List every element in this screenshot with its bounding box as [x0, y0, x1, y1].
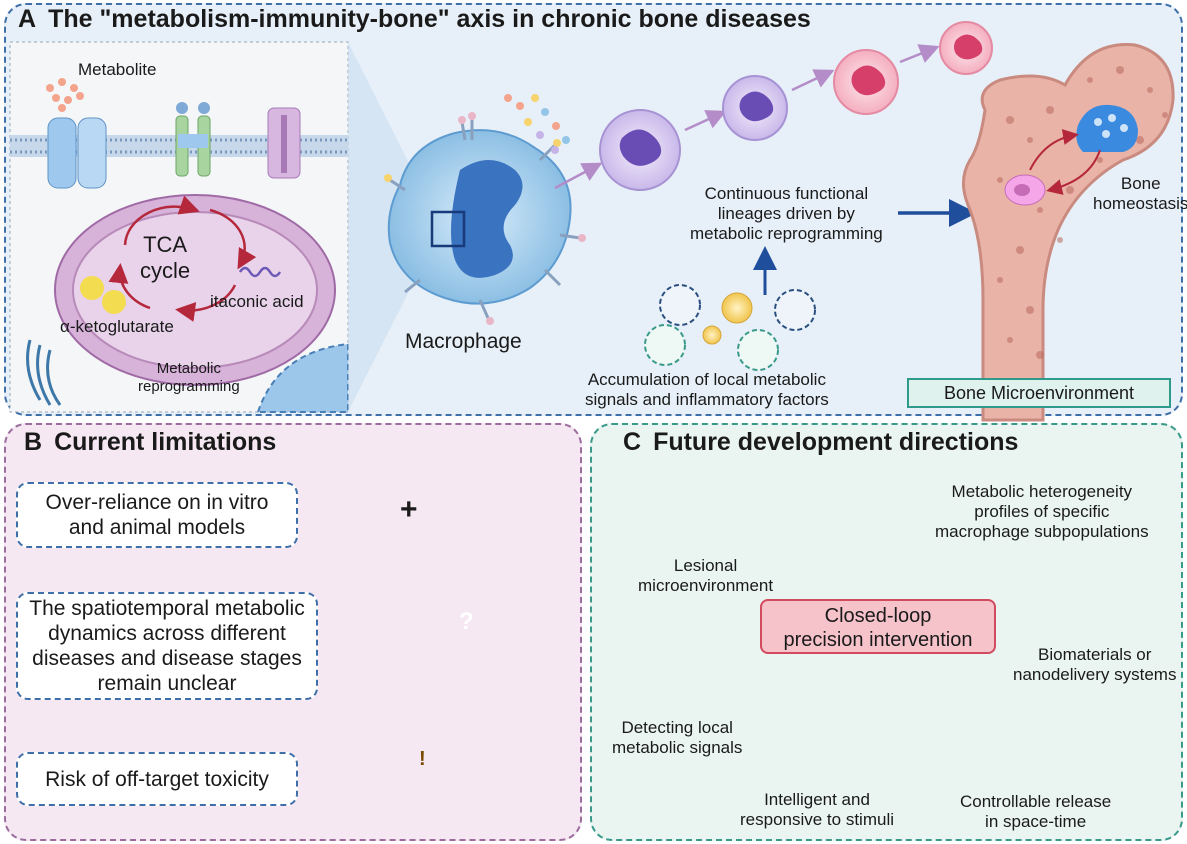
arrow-mac-to-cell1	[554, 162, 603, 190]
bone-homeo-line2: homeostasis	[1093, 194, 1187, 213]
osteoblast-icon	[1004, 174, 1046, 206]
intel-line1: Intelligent and	[764, 790, 870, 809]
bone-microenvironment-label: Bone Microenvironment	[907, 378, 1171, 408]
item2-line3: diseases and disease stages	[32, 647, 302, 670]
release-line1: Controllable release	[960, 792, 1112, 811]
intel-line2: responsive to stimuli	[740, 810, 895, 829]
nucleus-icon	[256, 342, 349, 413]
arrow-cell2-to-cell3	[791, 69, 835, 92]
lineage-line2: lineages driven by	[717, 204, 855, 223]
bio-line1: Biomaterials or	[1038, 645, 1152, 664]
panel-b-label: B	[24, 428, 43, 456]
itaconic-acid-icon	[238, 266, 282, 278]
alpha-ketoglutarate-molecules-icon	[80, 276, 126, 314]
closed-line1: Closed-loop	[824, 605, 932, 627]
detecting-signals-label: Detecting local metabolic signals	[612, 718, 742, 758]
lineage-line1: Continuous functional	[704, 184, 869, 203]
item2-line1: The spatiotemporal metabolic	[29, 597, 305, 620]
receptor-green-icon	[175, 102, 211, 177]
intelligent-responsive-label: Intelligent and responsive to stimuli	[740, 790, 894, 830]
limitation-dynamics-box: The spatiotemporal metabolic dynamics ac…	[16, 592, 318, 700]
detect-line1: Detecting local	[621, 718, 733, 737]
panel-b-title-text: Current limitations	[54, 428, 277, 456]
arrow-cell3-to-cell4	[899, 44, 940, 64]
accum-line2: signals and inflammatory factors	[585, 390, 829, 409]
lineage-cell-4-icon	[939, 21, 993, 75]
panel-b-title: B Current limitations	[24, 428, 276, 457]
controllable-release-label: Controllable release in space-time	[960, 792, 1111, 832]
arrow-cell1-to-cell2	[684, 110, 727, 132]
limitation-toxicity-box: Risk of off-target toxicity	[16, 752, 298, 806]
bone-femur-icon	[962, 43, 1175, 422]
macrophage-cell-icon	[384, 112, 586, 325]
warning-mark: !	[419, 748, 426, 770]
tca-line1: TCA	[143, 232, 188, 257]
panel-a-title: A The "metabolism-immunity-bone" axis in …	[18, 5, 811, 34]
bone-homeo-line1: Bone	[1120, 174, 1161, 193]
hetero-line3: macrophage subpopulations	[935, 522, 1149, 541]
lineage-line3: metabolic reprogramming	[690, 224, 883, 243]
metabolism-inset	[9, 41, 349, 413]
lesional-microenvironment-label: Lesional microenvironment	[638, 556, 773, 596]
item1-line2: and animal models	[68, 516, 246, 539]
panel-c-title-text: Future development directions	[653, 428, 1019, 456]
transporter-blue-icon	[47, 117, 107, 189]
lineage-label: Continuous functional lineages driven by…	[690, 184, 883, 244]
channel-purple-icon	[267, 107, 301, 179]
metabolic-reprogramming-label: Metabolic reprogramming	[138, 360, 240, 396]
biomaterials-label: Biomaterials or nanodelivery systems	[1013, 645, 1176, 685]
tca-label: TCA cycle	[140, 232, 190, 284]
inflammatory-factors-icon	[644, 284, 816, 371]
panel-c-label: C	[623, 428, 642, 456]
accumulation-label: Accumulation of local metabolic signals …	[585, 370, 829, 410]
panel-a-label: A	[18, 5, 37, 33]
panel-a-title-text: The "metabolism-immunity-bone" axis in c…	[48, 5, 811, 33]
accum-line1: Accumulation of local metabolic	[587, 370, 826, 389]
reprog-line2: reprogramming	[138, 378, 240, 395]
hetero-line2: profiles of specific	[974, 502, 1110, 521]
lineage-cell-2-icon	[722, 75, 788, 141]
panel-c-title: C Future development directions	[623, 428, 1018, 457]
reprog-line1: Metabolic	[156, 360, 221, 377]
osteoclast-icon	[1076, 104, 1138, 152]
er-membrane-icon	[26, 339, 62, 406]
tca-line2: cycle	[140, 258, 191, 283]
itaconic-acid-label: itaconic acid	[210, 292, 304, 311]
item1-line1: Over-reliance on in vitro	[45, 491, 269, 514]
alpha-ketoglutarate-label: α-ketoglutarate	[60, 317, 174, 336]
detect-line2: metabolic signals	[612, 738, 743, 757]
closed-line2: precision intervention	[783, 629, 973, 651]
release-line2: in space-time	[985, 812, 1087, 831]
metabolite-label: Metabolite	[78, 60, 157, 79]
bone-homeostasis-label: Bone homeostasis	[1093, 174, 1187, 214]
signal-dots-icon	[504, 94, 570, 154]
bio-line2: nanodelivery systems	[1013, 665, 1177, 684]
macrophage-label: Macrophage	[405, 330, 522, 353]
lesional-line1: Lesional	[673, 556, 738, 575]
question-mark: ?	[459, 608, 474, 635]
closed-loop-intervention-box: Closed-loop precision intervention	[760, 599, 996, 654]
metabolite-dots-icon	[46, 78, 84, 112]
item2-line2: dynamics across different	[48, 622, 286, 645]
bone-homeostasis-arrows-icon	[1029, 129, 1101, 195]
item2-line4: remain unclear	[97, 672, 237, 695]
plus-sign: +	[400, 493, 418, 526]
lineage-cell-1-icon	[599, 109, 681, 191]
hetero-line1: Metabolic heterogeneity	[951, 482, 1133, 501]
heterogeneity-label: Metabolic heterogeneity profiles of spec…	[935, 482, 1149, 542]
lineage-cell-3-icon	[833, 49, 899, 115]
tca-cycle-arrows-icon	[108, 195, 257, 322]
lesional-line2: microenvironment	[638, 576, 774, 595]
